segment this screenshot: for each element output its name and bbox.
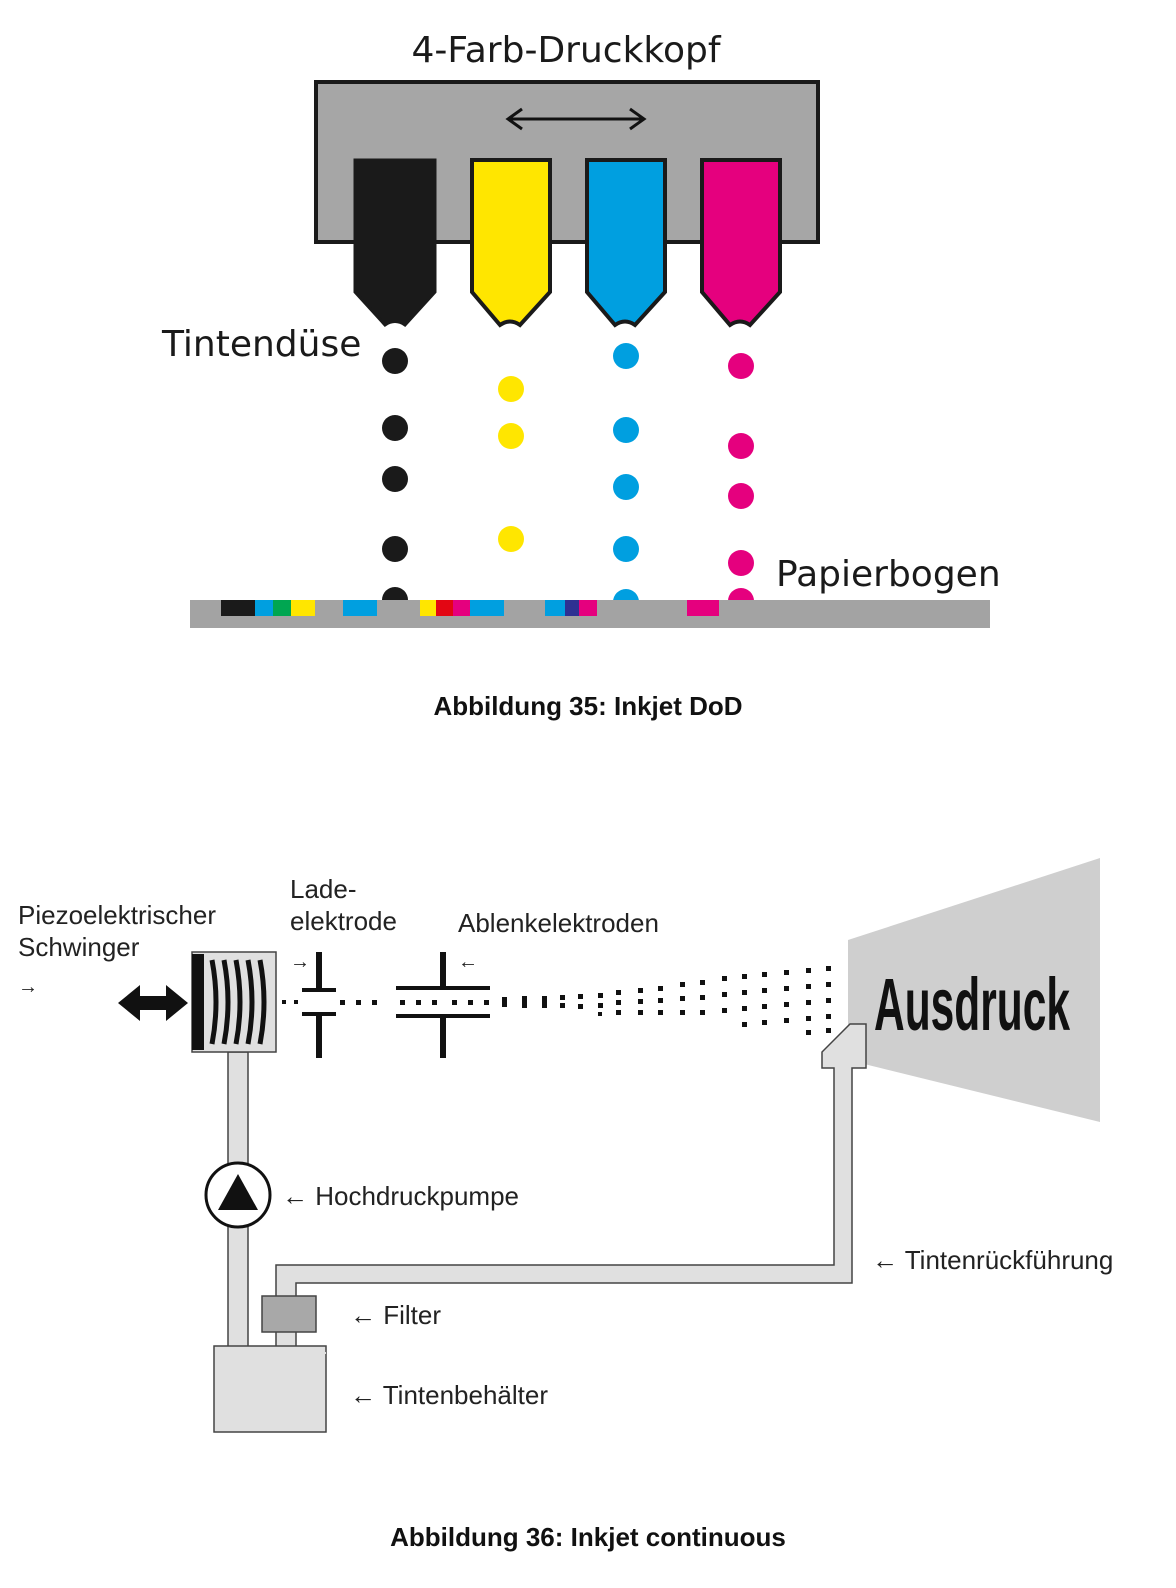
nozzle-label: Tintendüse xyxy=(161,324,361,365)
charge-arrow: → xyxy=(290,951,310,973)
tank-label: ← Tintenbehälter xyxy=(350,1380,548,1410)
deflect-arrow: ← xyxy=(458,951,478,973)
piezo-label-line2: Schwinger xyxy=(18,932,140,962)
output-panel xyxy=(848,858,1100,1122)
figure-36-caption: Abbildung 36: Inkjet continuous xyxy=(390,1522,786,1552)
piezo-arrow: → xyxy=(18,976,38,998)
black-droplets xyxy=(382,348,408,616)
ink-pipes xyxy=(213,1023,867,1433)
piezo-transducer xyxy=(192,954,267,1050)
nozzle-magenta xyxy=(700,158,782,328)
piezo-label-line1: Piezoelektrischer xyxy=(18,900,216,930)
head-movement-arrow xyxy=(505,107,647,131)
yellow-droplets xyxy=(498,376,524,552)
printed-dots xyxy=(221,600,719,616)
high-pressure-pump xyxy=(204,1161,272,1229)
charge-label-line1: Lade- xyxy=(290,874,357,904)
deflect-label: Ablenkelektroden xyxy=(458,908,659,938)
magenta-droplets xyxy=(728,353,754,616)
output-label: Ausdruck xyxy=(874,963,1070,1046)
filter-label: ← Filter xyxy=(350,1300,441,1330)
inkjet-continuous-diagram: Ausdruck xyxy=(18,858,1113,1433)
nozzle-cyan xyxy=(585,158,667,328)
paper-label: Papierbogen xyxy=(776,554,1001,595)
nozzle-yellow xyxy=(470,158,552,328)
oscillation-double-arrow xyxy=(118,985,188,1021)
deflection-electrodes xyxy=(396,952,490,1058)
charge-label-line2: elektrode xyxy=(290,906,397,936)
filter-box xyxy=(261,1295,317,1333)
charge-electrode xyxy=(302,952,336,1058)
printhead-title: 4-Farb-Druckkopf xyxy=(411,30,721,71)
inkjet-dod-diagram: 4-Farb-Druckkopf Tintendüse Papierbogen xyxy=(161,30,1001,628)
pump-label: ← Hochdruckpumpe xyxy=(282,1181,519,1211)
cyan-droplets xyxy=(613,343,639,616)
figure-35-caption: Abbildung 35: Inkjet DoD xyxy=(433,691,743,721)
droplet-stream xyxy=(282,966,831,1035)
return-label: ← Tintenrückführung xyxy=(872,1245,1113,1275)
nozzle-black xyxy=(353,158,437,327)
